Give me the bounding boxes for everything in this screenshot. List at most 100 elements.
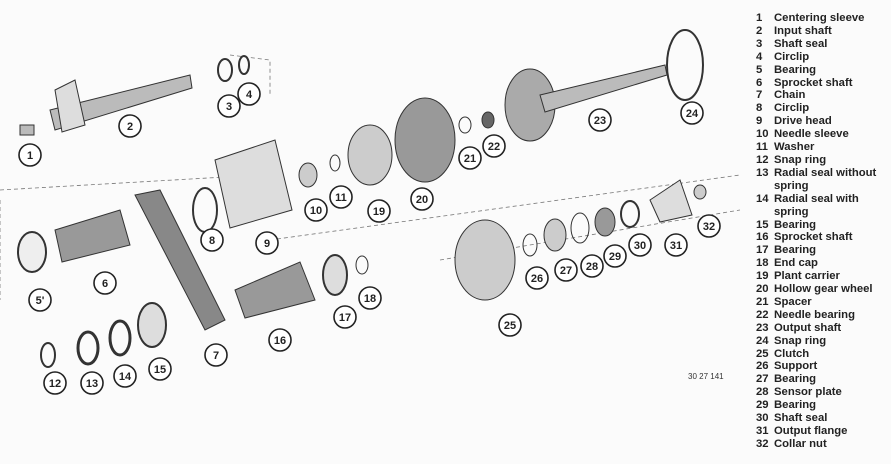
chain-part	[134, 189, 226, 331]
legend-label: Bearing	[774, 399, 817, 412]
shaft-seal-30-part	[620, 200, 640, 228]
circlip-part	[238, 55, 250, 75]
callout-17: 17	[333, 305, 357, 329]
legend-label: Hollow gear wheel	[774, 283, 873, 296]
radial-seal-13-part	[76, 330, 100, 366]
sprocket-shaft-6	[54, 209, 131, 263]
legend-number: 7	[756, 89, 763, 102]
bearing-17-part	[322, 254, 348, 296]
legend-number: 18	[756, 257, 769, 270]
callout-6: 6	[93, 271, 117, 295]
callout-10: 10	[304, 198, 328, 222]
callout-20: 20	[410, 187, 434, 211]
legend-label: Support	[774, 360, 818, 373]
bearing-27-part	[543, 218, 567, 252]
legend-number: 31	[756, 425, 769, 437]
legend-label: Radial seal with spring	[774, 192, 859, 218]
parts	[17, 29, 707, 368]
sprocket-shaft-16	[234, 261, 316, 319]
callout-31: 31	[664, 233, 688, 257]
shaft-seal-part	[217, 58, 233, 82]
callout-number: 29	[609, 251, 621, 263]
callout-number: 32	[703, 221, 715, 233]
legend-item: 1 Centering sleeve	[756, 12, 889, 25]
legend-label: Spacer	[774, 295, 812, 308]
needle-bearing-part	[481, 111, 495, 129]
legend-label: Needle bearing	[774, 308, 855, 321]
callout-number: 4	[246, 89, 253, 101]
callout-number: 26	[531, 273, 543, 285]
legend-number: 25	[756, 347, 769, 360]
sensor-plate-part	[570, 212, 590, 244]
callout-number: 13	[86, 378, 98, 390]
bearing-29-part	[594, 207, 616, 237]
output-shaft-part	[539, 64, 668, 113]
legend-number: 15	[756, 218, 769, 231]
radial-seal-14-part	[108, 319, 132, 357]
callout-number: 10	[310, 205, 322, 217]
snap-ring-12-part	[40, 342, 56, 368]
callout-number: 3	[226, 101, 232, 113]
bearing-15-part	[137, 302, 167, 348]
callout-12: 12	[43, 371, 67, 395]
legend-label: Snap ring	[774, 334, 827, 347]
legend-number: 26	[756, 360, 769, 373]
legend-label: Bearing	[774, 373, 817, 386]
callout-1: 1	[18, 143, 42, 167]
support-part	[522, 233, 538, 257]
legend-number: 19	[756, 270, 769, 283]
callout-27: 27	[554, 258, 578, 282]
input-shaft	[49, 74, 193, 131]
legend-number: 1	[756, 12, 763, 24]
legend-label: Shaft seal	[774, 412, 828, 425]
callout-number: 7	[213, 350, 219, 362]
callout-19: 19	[367, 199, 391, 223]
callout-16: 16	[268, 328, 292, 352]
legend-item: 29 Bearing	[756, 399, 889, 412]
legend-label: Shaft seal	[774, 37, 828, 50]
callout-number: 22	[488, 141, 500, 153]
callout-9: 9	[255, 231, 279, 255]
callout-7: 7	[204, 343, 228, 367]
circlip-8-part	[192, 187, 218, 233]
legend-label: Washer	[774, 141, 815, 154]
callout-5: 5'	[28, 288, 52, 312]
callout-number: 21	[464, 153, 476, 165]
legend-label: Centering sleeve	[774, 12, 865, 24]
callout-32: 32	[697, 214, 721, 238]
spacer-part	[458, 116, 472, 134]
washer-part	[329, 154, 341, 172]
legend-number: 29	[756, 399, 769, 412]
callout-number: 2	[127, 121, 133, 133]
planet-carrier-part	[347, 124, 393, 186]
needle-sleeve-part	[298, 162, 318, 188]
legend-number: 16	[756, 231, 769, 244]
callout-number: 18	[364, 293, 376, 305]
end-cap-part	[355, 255, 369, 275]
drawing-code: 30 27 141	[688, 372, 724, 381]
legend-label: Bearing	[774, 63, 817, 76]
callout-number: 19	[373, 206, 385, 218]
callout-number: 16	[274, 335, 286, 347]
legend-number: 24	[756, 334, 769, 347]
callout-number: 5'	[36, 295, 45, 307]
snap-ring-24-part	[666, 29, 704, 101]
callout-8: 8	[200, 228, 224, 252]
callout-15: 15	[148, 357, 172, 381]
legend-number: 8	[756, 102, 763, 115]
callout-number: 23	[594, 115, 606, 127]
